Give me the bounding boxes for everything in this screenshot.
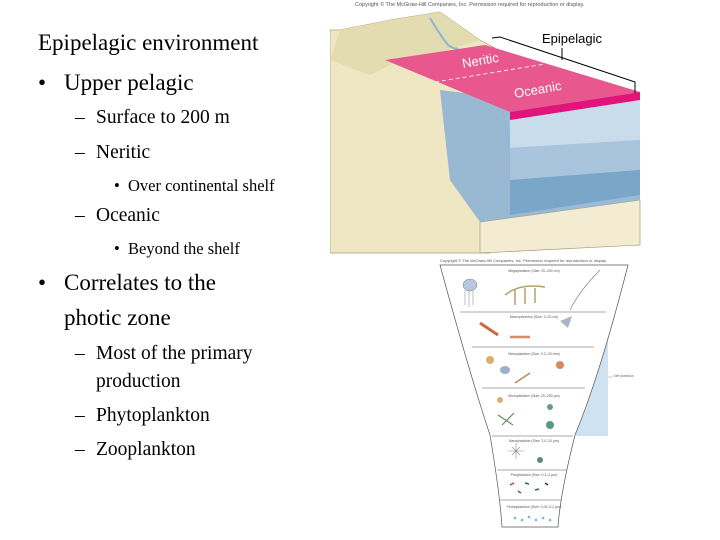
tier-microplankton: Microplankton (Size: 20–200 μm) bbox=[508, 394, 559, 398]
dash-marker: – bbox=[75, 439, 85, 460]
label-epipelagic: Epipelagic bbox=[542, 31, 602, 46]
epipelagic-edge bbox=[510, 92, 640, 120]
water-layer-3 bbox=[510, 170, 640, 215]
dash-marker: – bbox=[75, 343, 85, 364]
bullet-marker: • bbox=[38, 270, 47, 295]
tier-mesoplankton: Mesoplankton (Size: 0.2–20 mm) bbox=[508, 352, 559, 356]
dash-marker: – bbox=[75, 107, 85, 128]
copyright-top: Copyright © The McGraw-Hill Companies, I… bbox=[355, 1, 585, 8]
epipelagic-block-diagram: Copyright © The McGraw-Hill Companies, I… bbox=[330, 1, 641, 254]
bullet-production-line1: Most of the primary bbox=[96, 343, 253, 364]
bullet-phytoplankton: Phytoplankton bbox=[96, 405, 210, 426]
bullet-beyond-shelf: Beyond the shelf bbox=[128, 239, 240, 258]
tier-picoplankton: Picoplankton (Size: 0.2–2 μm) bbox=[511, 473, 558, 477]
bullet-production-line2: production bbox=[96, 371, 181, 392]
bullet-photic-line1: Correlates to the bbox=[64, 270, 217, 295]
tier-dividers bbox=[460, 311, 606, 501]
funnel-outline bbox=[439, 264, 629, 528]
epipelagic-surface bbox=[385, 45, 640, 112]
bullet-marker: • bbox=[38, 70, 47, 95]
plankton-size-funnel: Copyright © The McGraw-Hill Companies, I… bbox=[439, 258, 634, 528]
land-top bbox=[330, 12, 480, 75]
plankton-illustrations bbox=[462, 269, 601, 522]
bullet-continental-shelf: Over continental shelf bbox=[128, 176, 275, 195]
bullet-neritic: Neritic bbox=[96, 142, 151, 163]
water-layer-2 bbox=[510, 140, 640, 180]
tier-megaplankton: Megaplankton (Size: 20–200 cm) bbox=[508, 269, 559, 273]
dash-marker: – bbox=[75, 142, 85, 163]
dash-marker: – bbox=[75, 205, 85, 226]
bullet-oceanic: Oceanic bbox=[96, 205, 160, 226]
slide-heading: Epipelagic environment bbox=[38, 30, 259, 55]
dash-marker: – bbox=[75, 405, 85, 426]
epipelagic-bracket bbox=[491, 36, 636, 93]
label-neritic: Neritic bbox=[461, 50, 500, 71]
tier-macroplankton: Macroplankton (Size: 2–20 cm) bbox=[510, 315, 558, 319]
bullet-photic-line2: photic zone bbox=[64, 305, 171, 330]
bullet-marker: • bbox=[114, 176, 120, 195]
copyright-bottom: Copyright © The McGraw-Hill Companies, I… bbox=[440, 258, 607, 263]
bullet-marker: • bbox=[114, 239, 120, 258]
bullet-zooplankton: Zooplankton bbox=[96, 439, 196, 460]
tier-femtoplankton: Femtoplankton (Size: 0.02–0.2 μm) bbox=[507, 505, 562, 509]
water-layer-1 bbox=[510, 98, 640, 148]
bullet-surface: Surface to 200 m bbox=[96, 107, 230, 128]
tier-nanoplankton: Nanoplankton (Size: 2.0–20 μm) bbox=[509, 439, 559, 443]
bullet-upper-pelagic: Upper pelagic bbox=[64, 70, 194, 95]
river bbox=[429, 17, 459, 50]
shelf-boundary-line bbox=[434, 63, 546, 83]
net-plankton-label: Net plankton bbox=[614, 374, 634, 378]
